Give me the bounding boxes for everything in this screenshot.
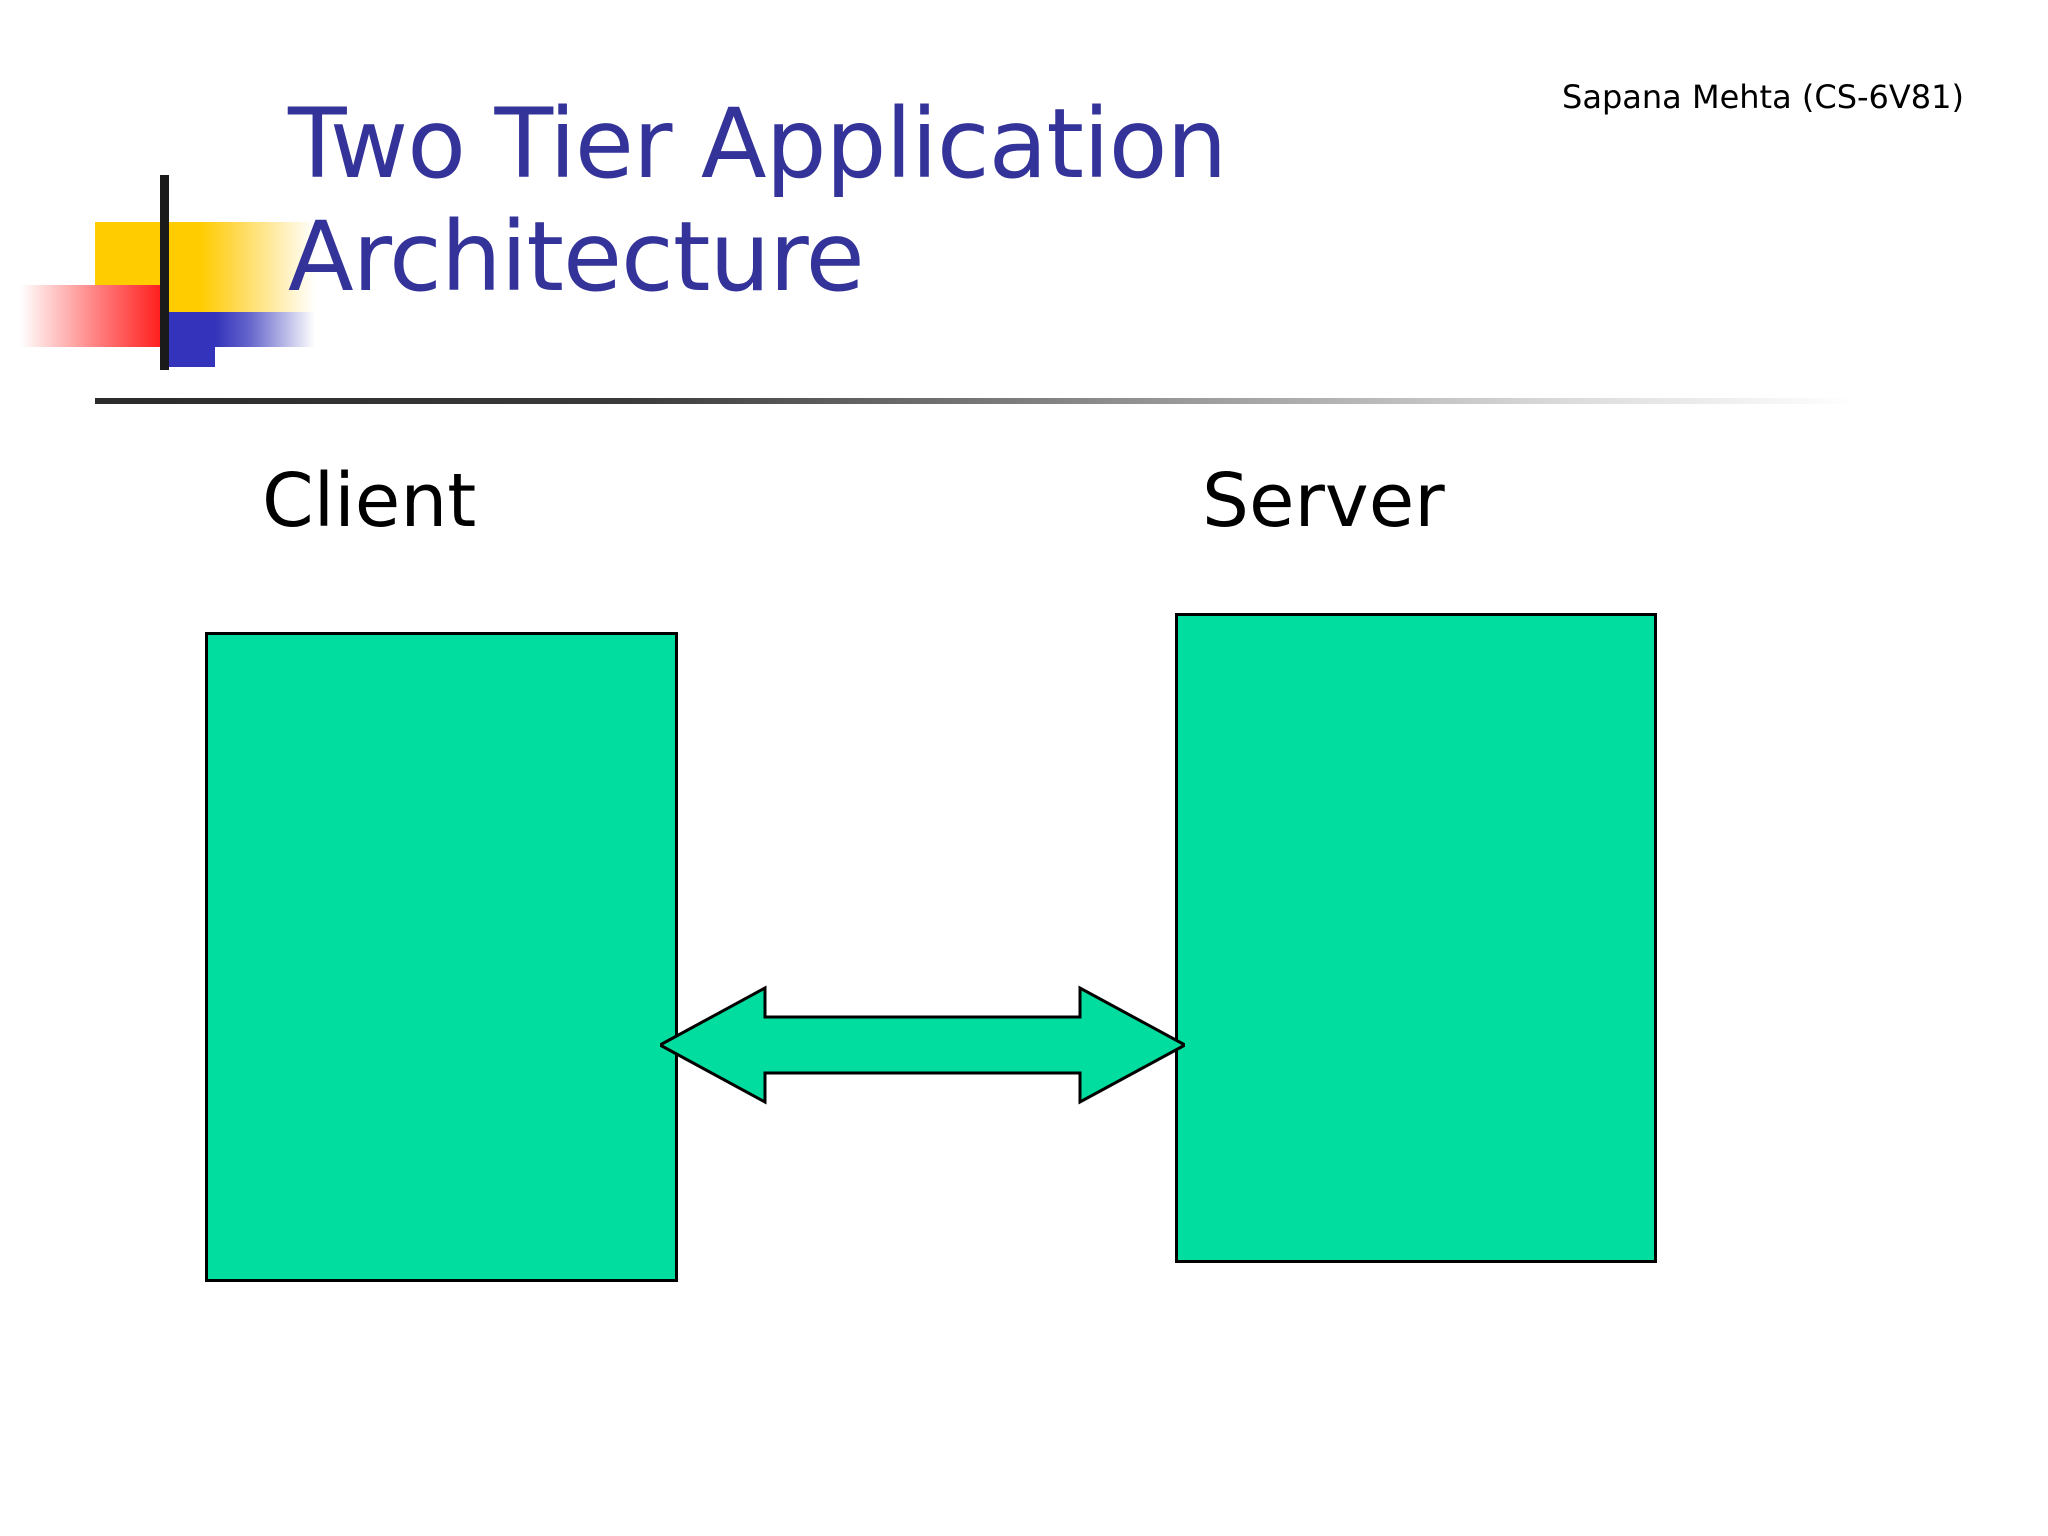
title-divider <box>95 398 1855 404</box>
client-server-arrow <box>660 980 1185 1110</box>
logo-blue-gradient-bar <box>215 312 315 347</box>
powerpoint-blocks-logo <box>20 160 315 370</box>
page-title: Two Tier Application Architecture <box>288 88 1227 314</box>
node-box-server <box>1175 613 1657 1263</box>
node-label-server: Server <box>1202 458 1445 544</box>
arrow-shape <box>660 985 1185 1105</box>
double-headed-arrow-icon <box>660 985 1185 1105</box>
node-box-client <box>205 632 678 1282</box>
logo-yellow-gradient-bar <box>200 222 315 317</box>
logo-red-gradient-bar <box>20 285 160 347</box>
logo-vertical-rule <box>160 175 169 370</box>
node-label-client: Client <box>262 458 477 544</box>
logo-blue-square <box>160 312 215 367</box>
author-byline: Sapana Mehta (CS-6V81) <box>1562 78 1964 116</box>
